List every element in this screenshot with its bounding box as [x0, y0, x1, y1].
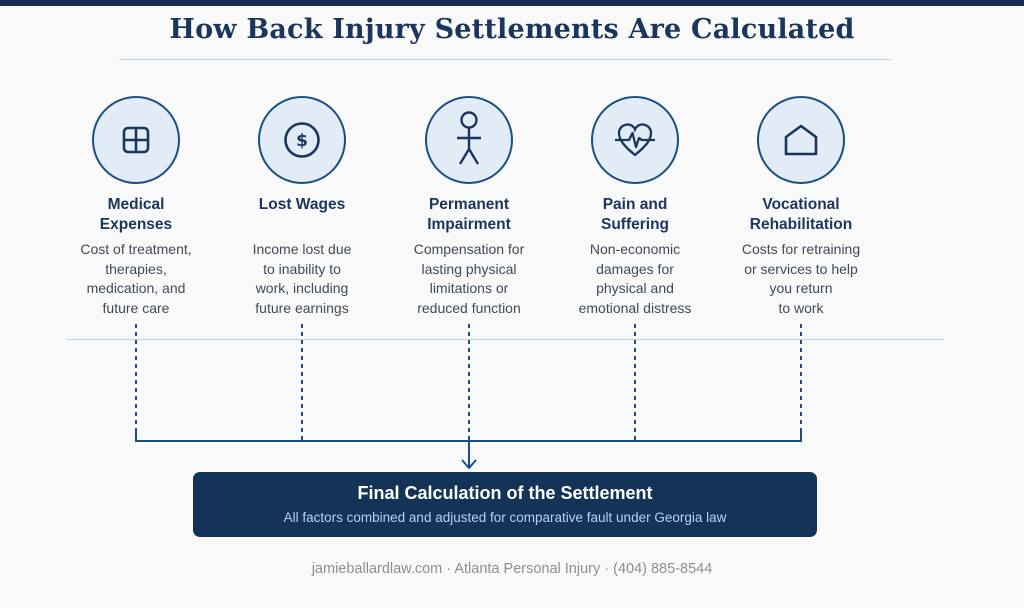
factor-icon-circle: [757, 96, 845, 184]
factor-icon-circle: [591, 96, 679, 184]
factor-icon-circle: [92, 96, 180, 184]
svg-text:$: $: [296, 131, 308, 151]
factor-title: Permanent Impairment: [427, 196, 511, 233]
factor-description: Compensation for lasting physical limita…: [413, 241, 525, 316]
page-title: How Back Injury Settlements Are Calculat…: [169, 14, 855, 45]
footer-contact: jamieballardlaw.com · Atlanta Personal I…: [311, 561, 713, 577]
factor-title: Vocational Rehabilitation: [749, 196, 853, 233]
final-calculation-box: Final Calculation of the Settlement All …: [193, 472, 817, 537]
factor-permanent-impairment: Permanent Impairment Compensation for la…: [399, 96, 539, 318]
factor-pain-and-suffering: Pain and Suffering Non-economic damages …: [565, 96, 705, 318]
medical-cross-icon: [122, 126, 150, 154]
factor-description: Costs for retraining or services to help…: [741, 241, 861, 316]
factor-title: Lost Wages: [258, 196, 346, 213]
final-calculation-title: Final Calculation of the Settlement: [357, 483, 653, 503]
factor-description: Cost of treatment, therapies, medication…: [80, 241, 192, 316]
factor-description: Non-economic damages for physical and em…: [578, 241, 692, 316]
factor-title: Pain and Suffering: [600, 196, 670, 233]
dollar-coin-icon: $: [284, 122, 320, 158]
title-divider: [119, 59, 891, 60]
house-icon: [784, 124, 818, 156]
arrow-down-icon: [461, 459, 477, 469]
top-accent-bar: [0, 0, 1024, 6]
factor-lost-wages: $ Lost Wages Income lost due to inabilit…: [232, 96, 372, 318]
person-figure-icon: [457, 111, 481, 165]
factor-vocational-rehabilitation: Vocational Rehabilitation Costs for retr…: [731, 96, 871, 318]
section-divider: [66, 339, 944, 340]
factor-medical-expenses: Medical Expenses Cost of treatment, ther…: [66, 96, 206, 318]
factor-icon-circle: $: [258, 96, 346, 184]
final-calculation-subtitle: All factors combined and adjusted for co…: [283, 510, 727, 525]
factor-description: Income lost due to inability to work, in…: [252, 241, 352, 316]
heart-pulse-icon: [615, 123, 655, 157]
factor-icon-circle: [425, 96, 513, 184]
factor-title: Medical Expenses: [99, 196, 173, 233]
